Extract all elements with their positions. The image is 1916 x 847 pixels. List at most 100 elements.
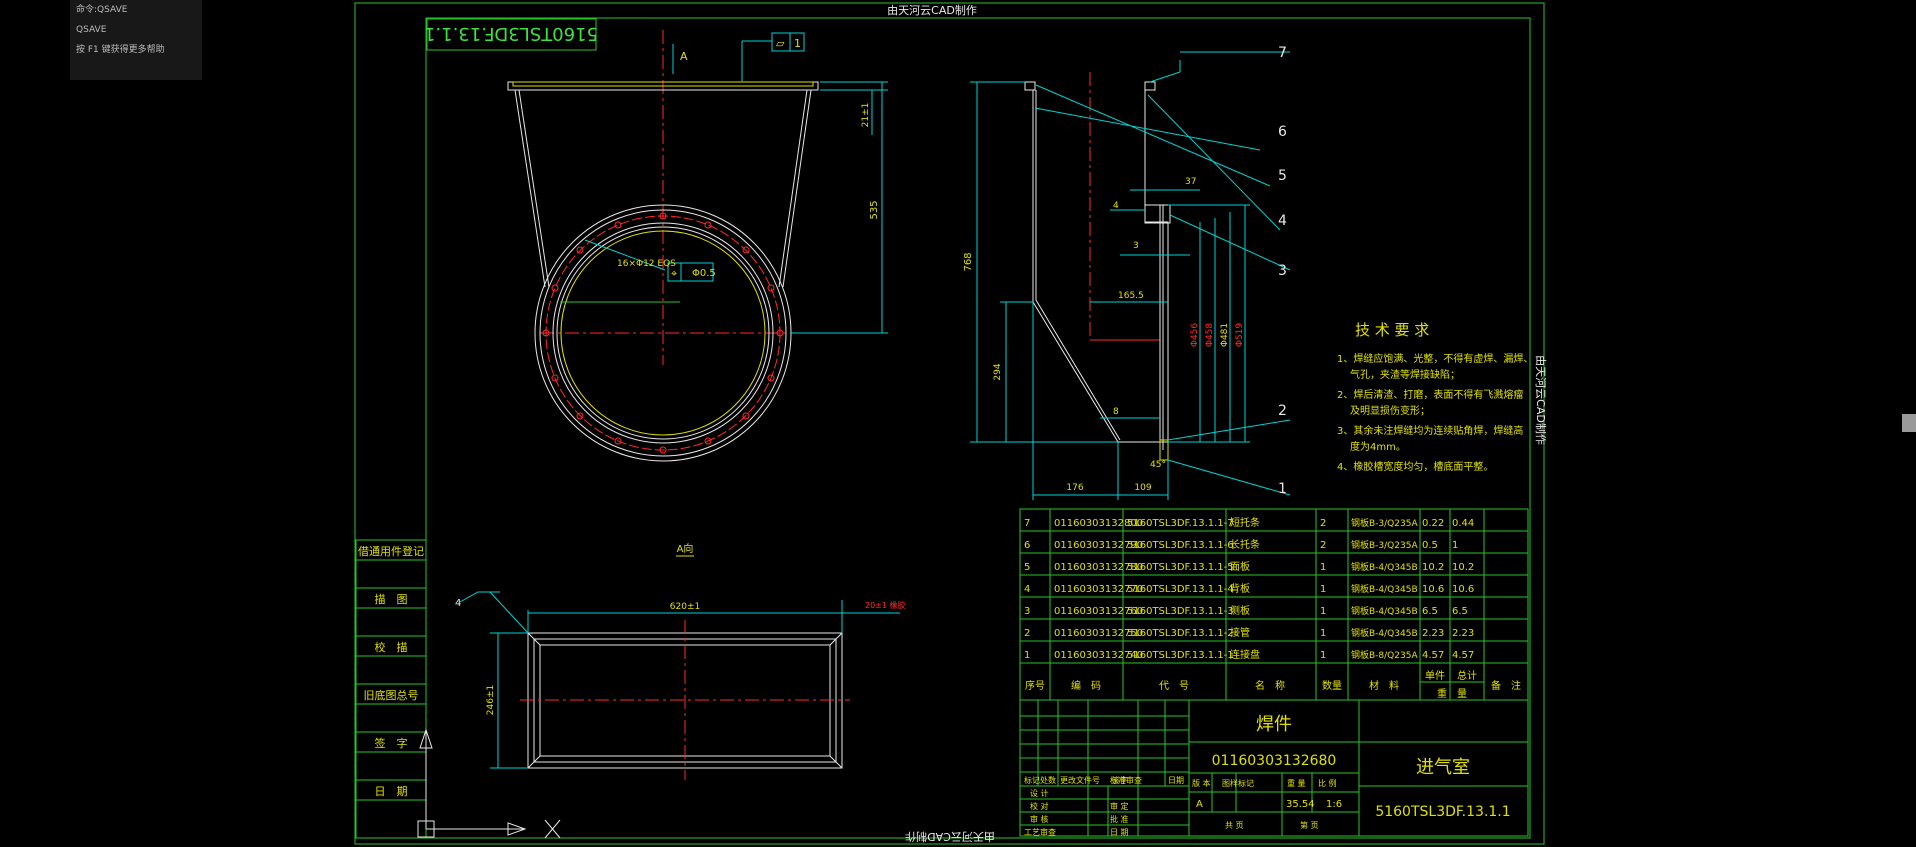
bom-cell-qty: 1: [1320, 606, 1326, 617]
bom-header-name: 名 称: [1255, 679, 1285, 692]
bom-cell-total: 4.57: [1452, 650, 1474, 661]
balloon-3: 3: [1278, 263, 1287, 279]
bom-cell-code: 01160303132800: [1054, 518, 1143, 529]
technical-requirements: 技 术 要 求 1、焊缝应饱满、光整，不得有虚焊、漏焊、 气孔，夹渣等焊接缺陷；…: [1337, 321, 1533, 473]
dim-dia456: Φ456: [1190, 323, 1200, 348]
bom-cell-code: 01160303132780: [1054, 562, 1143, 573]
bom-header-code: 编 码: [1071, 679, 1101, 692]
bom-header-qty: 数量: [1322, 679, 1342, 692]
bom-cell-total: 10.6: [1452, 584, 1474, 595]
dim-535: 535: [869, 200, 880, 219]
dim-109: 109: [1134, 483, 1151, 493]
bom-header-unit: 单件: [1425, 670, 1445, 682]
side-label: 日 期: [375, 785, 408, 798]
bom-cell-unit: 0.22: [1422, 518, 1444, 529]
tech-req-item: 4、橡胶槽宽度均匀，槽底面平整。: [1337, 460, 1493, 473]
bom-cell-total: 1: [1452, 540, 1458, 551]
dim-20: 20±1 橡胶: [865, 600, 906, 610]
vertical-scrollbar-thumb[interactable]: [1902, 414, 1916, 432]
tb-weight: 重 量: [1287, 778, 1306, 788]
balloon-2: 2: [1278, 403, 1287, 419]
bom-header-mat: 材 料: [1369, 679, 1399, 692]
side-label: 旧底图总号: [364, 688, 419, 702]
watermark-bottom: 由天河云CAD制作: [905, 830, 995, 844]
dim-37: 37: [1185, 177, 1196, 187]
tb-ratio-val: 1:6: [1326, 799, 1342, 810]
tb-process: 工艺审查: [1024, 827, 1056, 837]
bom-cell-part: 5160TSL3DF.13.1.1-7: [1127, 518, 1234, 529]
tolerance-symbol: ⌖: [671, 267, 677, 280]
balloon-1: 1: [1278, 481, 1287, 497]
bom-header-no: 序号: [1025, 679, 1045, 692]
flatness-value: 1: [794, 37, 801, 50]
bom-cell-name: 短托条: [1230, 516, 1260, 529]
dim-21: 21±1: [861, 103, 871, 128]
balloon-6: 6: [1278, 124, 1287, 140]
tech-req-item: 1、焊缝应饱满、光整，不得有虚焊、漏焊、: [1337, 352, 1533, 365]
bom-cell-qty: 2: [1320, 540, 1326, 551]
bom-cell-name: 背板: [1230, 582, 1250, 595]
side-registration-block: 借通用件登记 描 图 校 描 旧底图总号 签 字 日 期: [355, 539, 427, 839]
bom-cell-code: 01160303132770: [1054, 584, 1143, 595]
command-history-panel: 命令:QSAVE QSAVE 按 F1 键获得更多帮助: [70, 0, 202, 80]
watermark-top: 由天河云CAD制作: [887, 3, 977, 17]
tech-req-item: 3、其余未注焊缝均为连续贴角焊，焊缝高: [1337, 424, 1523, 437]
tb-count: 处数: [1040, 775, 1056, 785]
bom-cell-unit: 4.57: [1422, 650, 1444, 661]
dim-45: 45°: [1150, 460, 1166, 470]
callout-a: A: [680, 50, 688, 63]
tb-sign: 签字: [1112, 775, 1128, 785]
assembly-code: 01160303132680: [1212, 753, 1337, 769]
bom-cell-part: 5160TSL3DF.13.1.1-4: [1127, 584, 1234, 595]
tech-req-item: 及明显损伤变形；: [1350, 404, 1430, 417]
bom-cell-unit: 0.5: [1422, 540, 1438, 551]
view-label: A向: [677, 542, 694, 555]
command-line: 按 F1 键获得更多帮助: [76, 45, 165, 55]
dim-176: 176: [1066, 483, 1083, 493]
dim-620: 620±1: [670, 602, 700, 612]
bom-cell-total: 6.5: [1452, 606, 1468, 617]
tb-date: 日期: [1168, 776, 1184, 785]
tb-sheet: 第 页: [1300, 820, 1319, 830]
bom-cell-qty: 1: [1320, 584, 1326, 595]
bom-cell-mat: 钢板B-4/Q345B: [1351, 627, 1418, 639]
tb-ver: 版 本: [1192, 778, 1211, 788]
title-block: 焊件 01160303132680 进气室 5160TSL3DF.13.1.1 …: [1019, 699, 1529, 837]
tb-file: 更改文件号: [1060, 775, 1100, 785]
bom-cell-no: 5: [1024, 562, 1030, 573]
tb-ver-val: A: [1196, 799, 1203, 810]
bom-cell-name: 连接盘: [1230, 648, 1260, 661]
command-line: 命令:QSAVE: [76, 5, 128, 15]
bom-cell-total: 10.2: [1452, 562, 1474, 573]
tb-ratio: 比 例: [1318, 778, 1337, 788]
hole-note: 16×Φ12 EQS: [617, 259, 676, 269]
bom-cell-part: 5160TSL3DF.13.1.1-2: [1127, 628, 1234, 639]
bom-cell-no: 3: [1024, 606, 1030, 617]
tb-date2: 日 期: [1110, 828, 1129, 837]
position-tolerance: Φ0.5: [692, 268, 716, 279]
bom-cell-qty: 1: [1320, 562, 1326, 573]
a-view: A向 620±1 20±1 橡胶 246±1 4: [455, 542, 906, 780]
dim-3: 3: [1133, 241, 1139, 251]
bom-cell-qty: 2: [1320, 518, 1326, 529]
bom-cell-mat: 钢板B-8/Q235A: [1351, 649, 1418, 661]
bom-cell-code: 01160303132740: [1054, 650, 1143, 661]
side-label: 描 图: [375, 592, 408, 606]
bom-cell-unit: 10.2: [1422, 562, 1444, 573]
side-label: 校 描: [375, 640, 408, 654]
bom-cell-unit: 2.23: [1422, 628, 1444, 639]
dim-4: 4: [1113, 201, 1119, 211]
bom-cell-code: 01160303132750: [1054, 628, 1143, 639]
bom-cell-code: 01160303132760: [1054, 606, 1143, 617]
bom-cell-total: 2.23: [1452, 628, 1474, 639]
bom-cell-code: 01160303132790: [1054, 540, 1143, 551]
bom-cell-no: 2: [1024, 628, 1030, 639]
bom-header-remark: 备 注: [1491, 679, 1521, 692]
section-view: 768 294 165.5 37 4 3 8 Φ456 Φ458 Φ481 Φ5…: [963, 45, 1291, 500]
tb-check: 校 对: [1030, 801, 1049, 811]
tech-req-item: 2、焊后清渣、打磨，表面不得有飞溅熔瘤: [1337, 388, 1523, 401]
bom-cell-qty: 1: [1320, 628, 1326, 639]
side-label: 借通用件登记: [358, 544, 424, 558]
balloon-4: 4: [1278, 213, 1287, 229]
